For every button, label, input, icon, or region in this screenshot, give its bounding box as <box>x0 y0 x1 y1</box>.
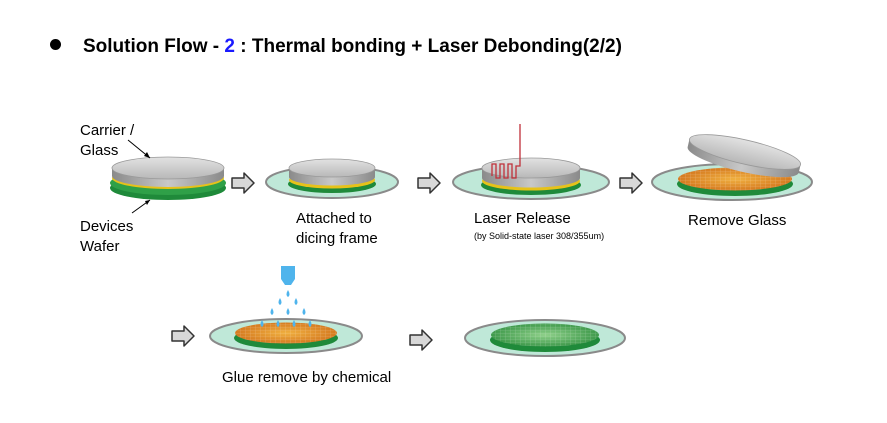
arrow-right-icon <box>619 172 643 194</box>
stage-laser-release <box>452 124 610 200</box>
stage-remove-glass <box>651 134 813 201</box>
title-suffix: : Thermal bonding + Laser Debonding(2/2) <box>235 36 622 57</box>
stage-dicing-frame <box>265 158 399 199</box>
label-laser-release: Laser Release <box>474 210 571 227</box>
bullet-icon <box>50 39 61 50</box>
label-remove-glass: Remove Glass <box>688 212 787 229</box>
stage-glue-remove <box>209 266 363 354</box>
chemical-nozzle-icon <box>281 266 295 285</box>
stage-bonded-stack <box>110 156 226 200</box>
label-glue-remove: Glue remove by chemical <box>222 369 392 386</box>
stage-clean-wafer <box>464 319 626 357</box>
title-prefix: Solution Flow - <box>83 36 225 57</box>
arrow-right-icon <box>409 329 433 351</box>
laser-beam-icon <box>491 124 521 179</box>
label-laser-note: (by Solid-state laser 308/355um) <box>474 231 605 241</box>
droplet-icon <box>260 290 312 327</box>
arrow-right-icon <box>171 325 195 347</box>
page-title: Solution Flow - 2 : Thermal bonding + La… <box>50 36 622 58</box>
arrow-right-icon <box>417 172 441 194</box>
title-number: 2 <box>224 36 235 57</box>
label-carrier: Carrier /Glass <box>80 122 135 159</box>
arrow-right-icon <box>231 172 255 194</box>
